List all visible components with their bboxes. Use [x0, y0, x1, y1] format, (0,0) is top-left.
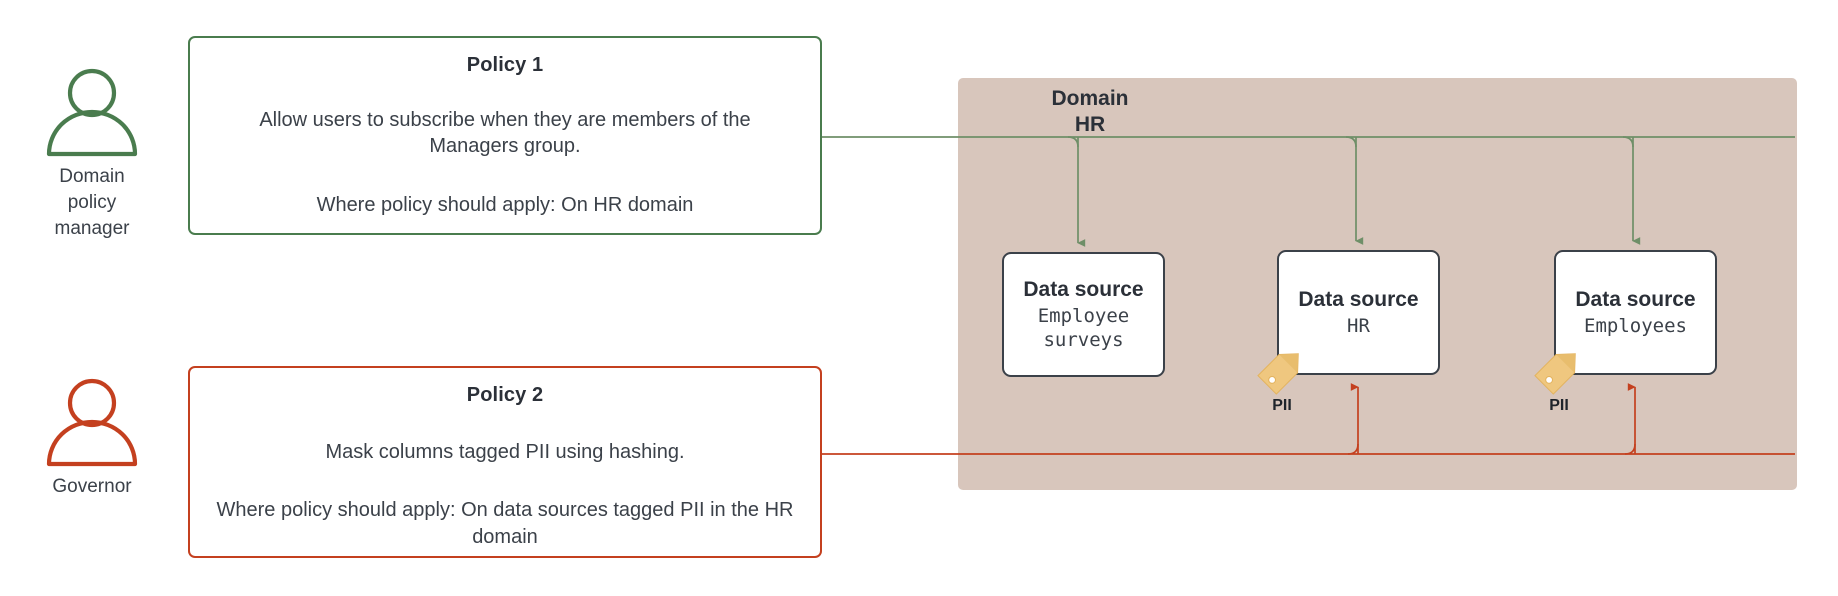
- policy-card-1[interactable]: Policy 1 Allow users to subscribe when t…: [188, 36, 822, 235]
- person-icon: [32, 376, 152, 468]
- tag-label: PII: [1549, 397, 1569, 414]
- policy-card-2[interactable]: Policy 2 Mask columns tagged PII using h…: [188, 366, 822, 558]
- data-source-name: Employee surveys: [1037, 304, 1130, 351]
- domain-panel-title: Domain HR: [1010, 86, 1170, 139]
- actor-domain-policy-manager: Domain policy manager: [32, 66, 152, 243]
- policy-scope-text: Where policy should apply: On data sourc…: [216, 499, 794, 548]
- actor-governor: Governor: [32, 376, 152, 500]
- actor-label: Domain policy manager: [54, 166, 130, 240]
- data-source-name: Employees: [1584, 314, 1687, 337]
- policy-scope-text: Where policy should apply: On HR domain: [316, 193, 694, 216]
- data-source-name: HR: [1347, 314, 1370, 337]
- data-source-card-employee-surveys[interactable]: Data source Employee surveys: [1002, 252, 1165, 377]
- domain-kind-label: Domain: [1051, 87, 1129, 110]
- data-source-card-hr[interactable]: Data source HR: [1277, 250, 1440, 375]
- policy-title: Policy 1: [466, 54, 544, 76]
- tag-label: PII: [1272, 397, 1292, 414]
- policy-title: Policy 2: [466, 384, 544, 406]
- policy-rule-text: Allow users to subscribe when they are m…: [259, 109, 751, 158]
- pii-tag-hr[interactable]: PII: [1222, 345, 1342, 415]
- domain-name-label: HR: [1074, 113, 1106, 137]
- data-source-kind-label: Data source: [1023, 277, 1144, 301]
- tag-icon: [1499, 345, 1619, 395]
- data-source-kind-label: Data source: [1575, 287, 1696, 311]
- policy-rule-text: Mask columns tagged PII using hashing.: [325, 441, 685, 463]
- person-icon: [32, 66, 152, 158]
- tag-icon: [1222, 345, 1342, 395]
- data-source-kind-label: Data source: [1298, 287, 1419, 311]
- actor-label: Governor: [52, 476, 132, 497]
- pii-tag-employees[interactable]: PII: [1499, 345, 1619, 415]
- data-source-card-employees[interactable]: Data source Employees: [1554, 250, 1717, 375]
